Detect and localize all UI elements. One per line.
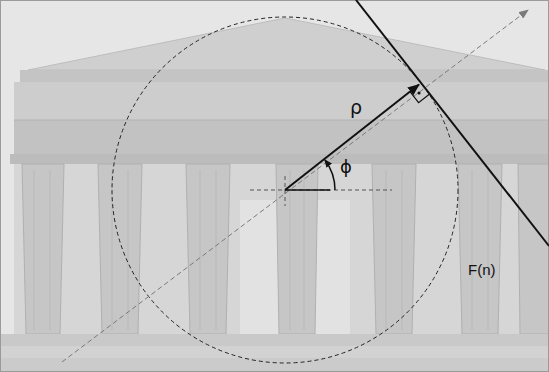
phi-label: ϕ (340, 158, 352, 176)
rho-label: ρ (350, 98, 362, 117)
function-label: F(n) (468, 262, 496, 277)
